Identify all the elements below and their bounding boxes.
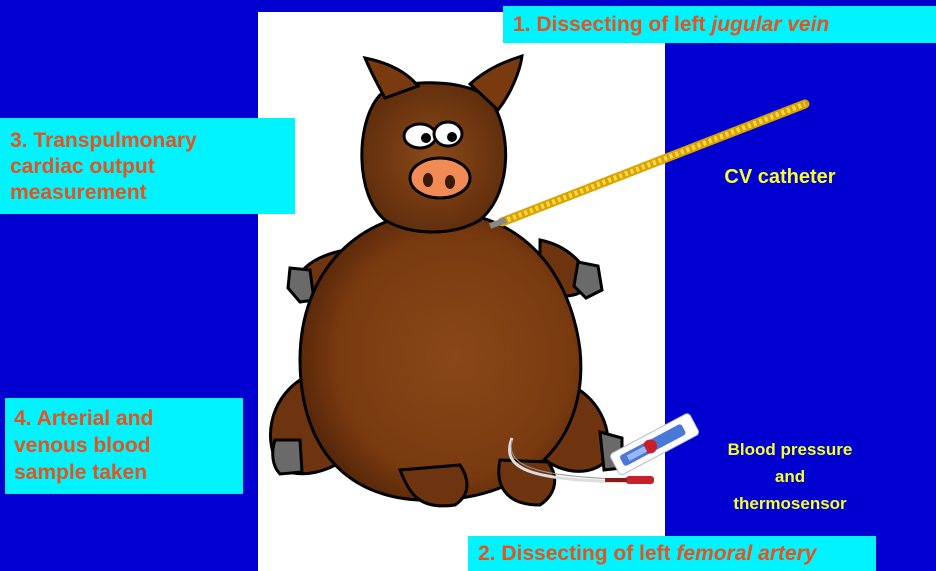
left-hoof	[273, 440, 302, 474]
step-4-line: venous blood	[14, 432, 233, 459]
bp-line: thermosensor	[700, 490, 880, 517]
step-2-emph: femoral artery	[676, 542, 816, 565]
blood-pressure-label: Blood pressure and thermosensor	[700, 436, 880, 517]
step-1-jugular-vein: 1. Dissecting of left jugular vein	[503, 6, 936, 43]
cv-catheter-icon	[490, 104, 805, 226]
step-2-prefix: 2. Dissecting of left	[478, 542, 676, 565]
step-1-prefix: 1. Dissecting of left	[513, 13, 711, 36]
step-4-line: 4. Arterial and	[14, 405, 233, 432]
step-4-blood-sample: 4. Arterial and venous blood sample take…	[5, 398, 243, 494]
left-eye	[404, 124, 436, 148]
pig-snout	[410, 158, 470, 198]
bp-line: Blood pressure	[700, 436, 880, 463]
step-2-femoral-artery: 2. Dissecting of left femoral artery	[468, 536, 876, 571]
pig-body	[300, 212, 581, 500]
cv-catheter-label: CV catheter	[700, 166, 860, 189]
step-3-line: 3. Transpulmonary	[10, 128, 285, 154]
bp-line: and	[700, 463, 880, 490]
front-right-leg	[499, 460, 555, 505]
step-3-line: cardiac output	[10, 154, 285, 180]
step-4-line: sample taken	[14, 459, 233, 486]
step-3-line: measurement	[10, 180, 285, 206]
step-3-cardiac-output: 3. Transpulmonary cardiac output measure…	[0, 118, 295, 214]
step-1-emph: jugular vein	[711, 13, 829, 36]
